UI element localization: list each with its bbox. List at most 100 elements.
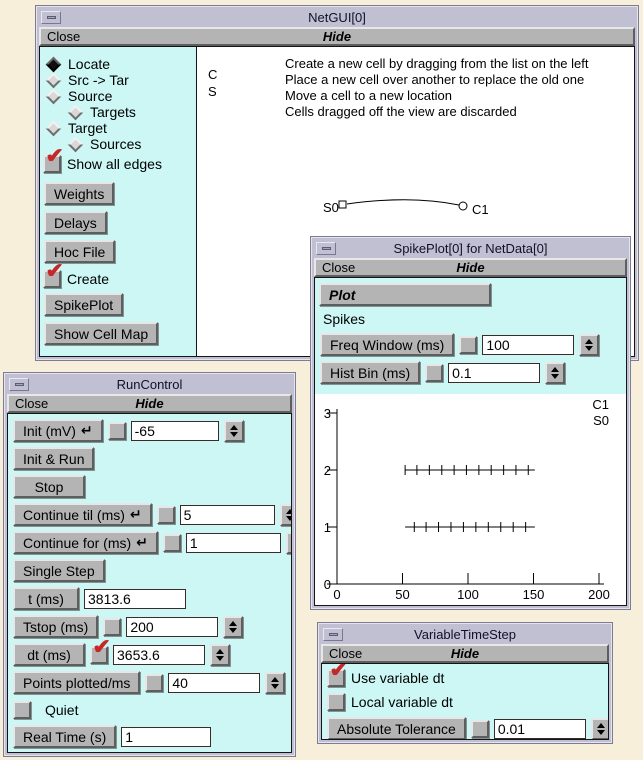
radio-source[interactable]: Source bbox=[40, 88, 196, 104]
tstop-spinner[interactable] bbox=[223, 615, 244, 638]
spikeplot-button[interactable]: SpikePlot bbox=[44, 293, 124, 316]
hist-bin-spinner[interactable] bbox=[545, 361, 566, 384]
init-spinner[interactable] bbox=[223, 419, 244, 442]
local-variable-dt-checkbox[interactable] bbox=[327, 693, 345, 711]
target-cell-marker[interactable] bbox=[458, 201, 468, 211]
continue-til-field[interactable] bbox=[179, 504, 275, 525]
hoc-file-button[interactable]: Hoc File bbox=[44, 240, 116, 263]
radio-diamond-icon bbox=[45, 120, 62, 136]
init-field[interactable] bbox=[130, 420, 219, 441]
init-button[interactable]: Init (mV)↵ bbox=[13, 419, 103, 442]
dt-spinner[interactable] bbox=[210, 643, 230, 666]
close-menu[interactable]: Close bbox=[322, 260, 356, 275]
quiet-checkbox[interactable] bbox=[13, 701, 31, 719]
hist-bin-default-checkbox[interactable] bbox=[425, 363, 444, 382]
spinner-down-icon bbox=[596, 729, 605, 735]
radio-sources[interactable]: Sources bbox=[40, 136, 196, 152]
continue-for-default-checkbox[interactable] bbox=[162, 533, 181, 552]
close-menu[interactable]: Close bbox=[329, 646, 363, 661]
real-time-row: Real Time (s) bbox=[13, 725, 286, 748]
real-time-field[interactable] bbox=[121, 726, 212, 747]
absolute-tolerance-spinner[interactable] bbox=[590, 717, 608, 739]
close-menu[interactable]: Close bbox=[47, 29, 81, 44]
freq-window-spinner[interactable] bbox=[579, 333, 600, 356]
radio-targets[interactable]: Targets bbox=[40, 104, 196, 120]
dt-button[interactable]: dt (ms) bbox=[13, 643, 85, 666]
cell-type-item[interactable]: S bbox=[208, 84, 217, 99]
dt-checkbox[interactable]: ✔ bbox=[90, 636, 110, 664]
absolute-tolerance-field[interactable] bbox=[493, 718, 586, 739]
continue-for-label: Continue for (ms) bbox=[23, 534, 132, 551]
t-field[interactable] bbox=[84, 588, 186, 609]
dt-field[interactable] bbox=[113, 644, 205, 665]
tstop-default-checkbox[interactable] bbox=[103, 617, 122, 636]
canvas-instructions: Create a new cell by dragging from the l… bbox=[285, 56, 589, 120]
spikeplot-titlebar[interactable]: SpikePlot[0] for NetData[0] bbox=[314, 240, 627, 257]
hist-bin-field[interactable] bbox=[448, 362, 541, 383]
plot-menu-button[interactable]: Plot bbox=[319, 283, 491, 306]
cell-type-item[interactable]: C bbox=[208, 67, 218, 82]
dt-row: dt (ms) ✔ bbox=[13, 636, 286, 666]
tstop-button[interactable]: Tstop (ms) bbox=[13, 615, 99, 638]
radio-src-tar[interactable]: Src -> Tar bbox=[40, 72, 196, 88]
radio-diamond-icon bbox=[45, 72, 62, 88]
points-plotted-default-checkbox[interactable] bbox=[145, 673, 164, 692]
netgui-left-panel: Locate Src -> Tar Source Targets Target … bbox=[40, 47, 197, 356]
tstop-field[interactable] bbox=[126, 616, 219, 637]
hide-menu[interactable]: Hide bbox=[450, 646, 480, 661]
continue-for-button[interactable]: Continue for (ms)↵ bbox=[13, 531, 158, 554]
close-menu[interactable]: Close bbox=[15, 396, 49, 411]
points-plotted-button[interactable]: Points plotted/ms bbox=[13, 671, 141, 694]
spinner-down-icon bbox=[551, 373, 560, 379]
use-variable-dt-checkbox[interactable]: ✔ bbox=[327, 664, 347, 687]
init-default-checkbox[interactable] bbox=[107, 421, 126, 440]
continue-til-default-checkbox[interactable] bbox=[156, 505, 175, 524]
points-plotted-field[interactable] bbox=[168, 672, 261, 693]
svg-text:0: 0 bbox=[333, 587, 340, 602]
hide-menu[interactable]: Hide bbox=[456, 260, 485, 275]
freq-window-default-checkbox[interactable] bbox=[459, 335, 478, 354]
points-plotted-spinner[interactable] bbox=[265, 671, 286, 694]
minimize-button[interactable] bbox=[9, 378, 29, 391]
hide-menu[interactable]: Hide bbox=[135, 396, 164, 411]
continue-for-field[interactable] bbox=[185, 532, 281, 553]
check-icon: ✔ bbox=[45, 259, 64, 284]
create-label: Create bbox=[67, 271, 110, 287]
init-run-button[interactable]: Init & Run bbox=[13, 447, 95, 470]
netgui-titlebar[interactable]: NetGUI[0] bbox=[39, 9, 635, 26]
minimize-icon bbox=[321, 247, 331, 250]
create-checkbox[interactable]: ✔ bbox=[43, 261, 63, 288]
source-cell-marker[interactable] bbox=[338, 200, 347, 209]
absolute-tolerance-default-checkbox[interactable] bbox=[470, 719, 489, 738]
delays-button[interactable]: Delays bbox=[44, 211, 107, 234]
real-time-button[interactable]: Real Time (s) bbox=[13, 725, 117, 748]
hist-bin-button[interactable]: Hist Bin (ms) bbox=[320, 361, 421, 384]
use-variable-dt-row: ✔ Use variable dt bbox=[327, 664, 608, 688]
absolute-tolerance-button[interactable]: Absolute Tolerance bbox=[327, 717, 466, 739]
local-variable-dt-label: Local variable dt bbox=[351, 694, 453, 710]
network-sketch[interactable]: S0 C1 bbox=[317, 192, 507, 228]
show-all-edges-checkbox[interactable]: ✔ bbox=[43, 146, 63, 173]
minimize-button[interactable] bbox=[316, 242, 336, 255]
radio-locate[interactable]: Locate bbox=[40, 56, 196, 72]
t-button[interactable]: t (ms) bbox=[13, 587, 79, 610]
single-step-button[interactable]: Single Step bbox=[13, 559, 105, 582]
radio-target[interactable]: Target bbox=[40, 120, 196, 136]
absolute-tolerance-row: Absolute Tolerance bbox=[327, 717, 608, 739]
vts-titlebar[interactable]: VariableTimeStep bbox=[321, 626, 609, 643]
minimize-button[interactable] bbox=[323, 628, 343, 641]
continue-til-button[interactable]: Continue til (ms)↵ bbox=[13, 503, 152, 526]
minimize-button[interactable] bbox=[41, 11, 61, 24]
freq-window-field[interactable] bbox=[482, 334, 575, 355]
runcontrol-titlebar[interactable]: RunControl bbox=[7, 376, 292, 393]
freq-window-button[interactable]: Freq Window (ms) bbox=[320, 333, 455, 356]
continue-for-spinner[interactable] bbox=[285, 531, 291, 554]
hide-menu[interactable]: Hide bbox=[322, 29, 352, 44]
stop-button[interactable]: Stop bbox=[13, 475, 85, 498]
continue-til-spinner[interactable] bbox=[279, 503, 291, 526]
spikeplot-title: SpikePlot[0] for NetData[0] bbox=[393, 241, 548, 256]
weights-button[interactable]: Weights bbox=[44, 182, 115, 205]
show-cell-map-button[interactable]: Show Cell Map bbox=[44, 322, 159, 345]
